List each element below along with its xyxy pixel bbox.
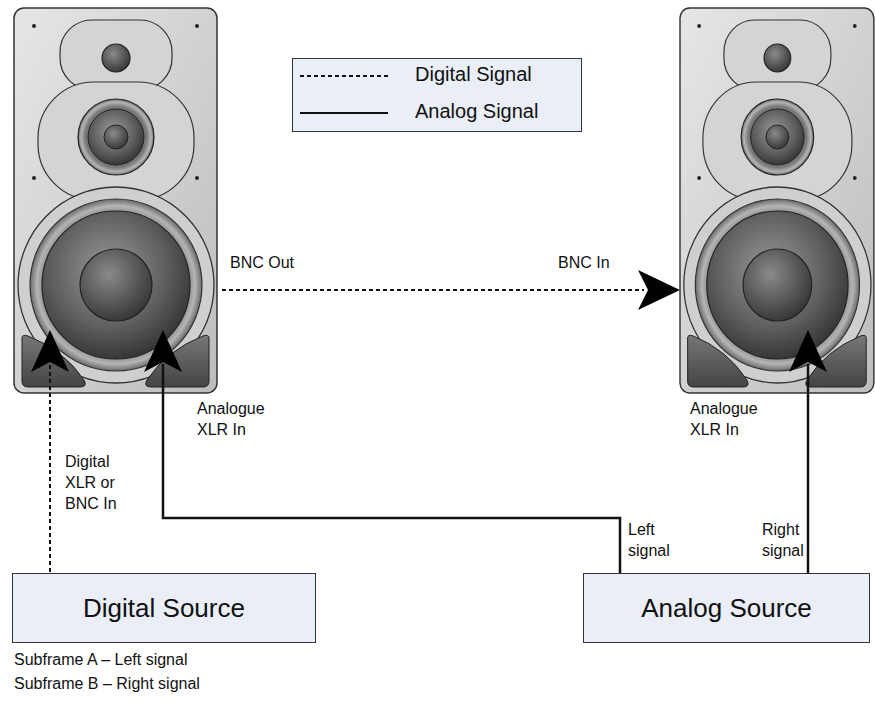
input-label: Analogue XLR In [690,398,778,440]
box-title: Digital Source [83,593,245,624]
input-label: Digital XLR or BNC In [65,451,129,514]
subframe-note: Subframe B – Right signal [14,673,200,694]
digital-source-box: Digital Source [12,573,316,643]
box-title: Analog Source [641,593,812,624]
legend-text: Digital Signal [415,63,532,86]
input-label: Analogue XLR In [197,398,285,440]
analog-source-box: Analog Source [583,573,870,643]
signal-label: Right signal [762,519,818,561]
legend-digital-sample [300,75,388,77]
port-label: BNC In [558,252,610,273]
signal-label: Left signal [628,519,682,561]
legend-analog-sample [300,112,388,114]
subframe-note: Subframe A – Left signal [14,649,187,670]
legend-text: Analog Signal [415,100,538,123]
signal-wires [31,270,827,573]
port-label: BNC Out [230,252,294,273]
